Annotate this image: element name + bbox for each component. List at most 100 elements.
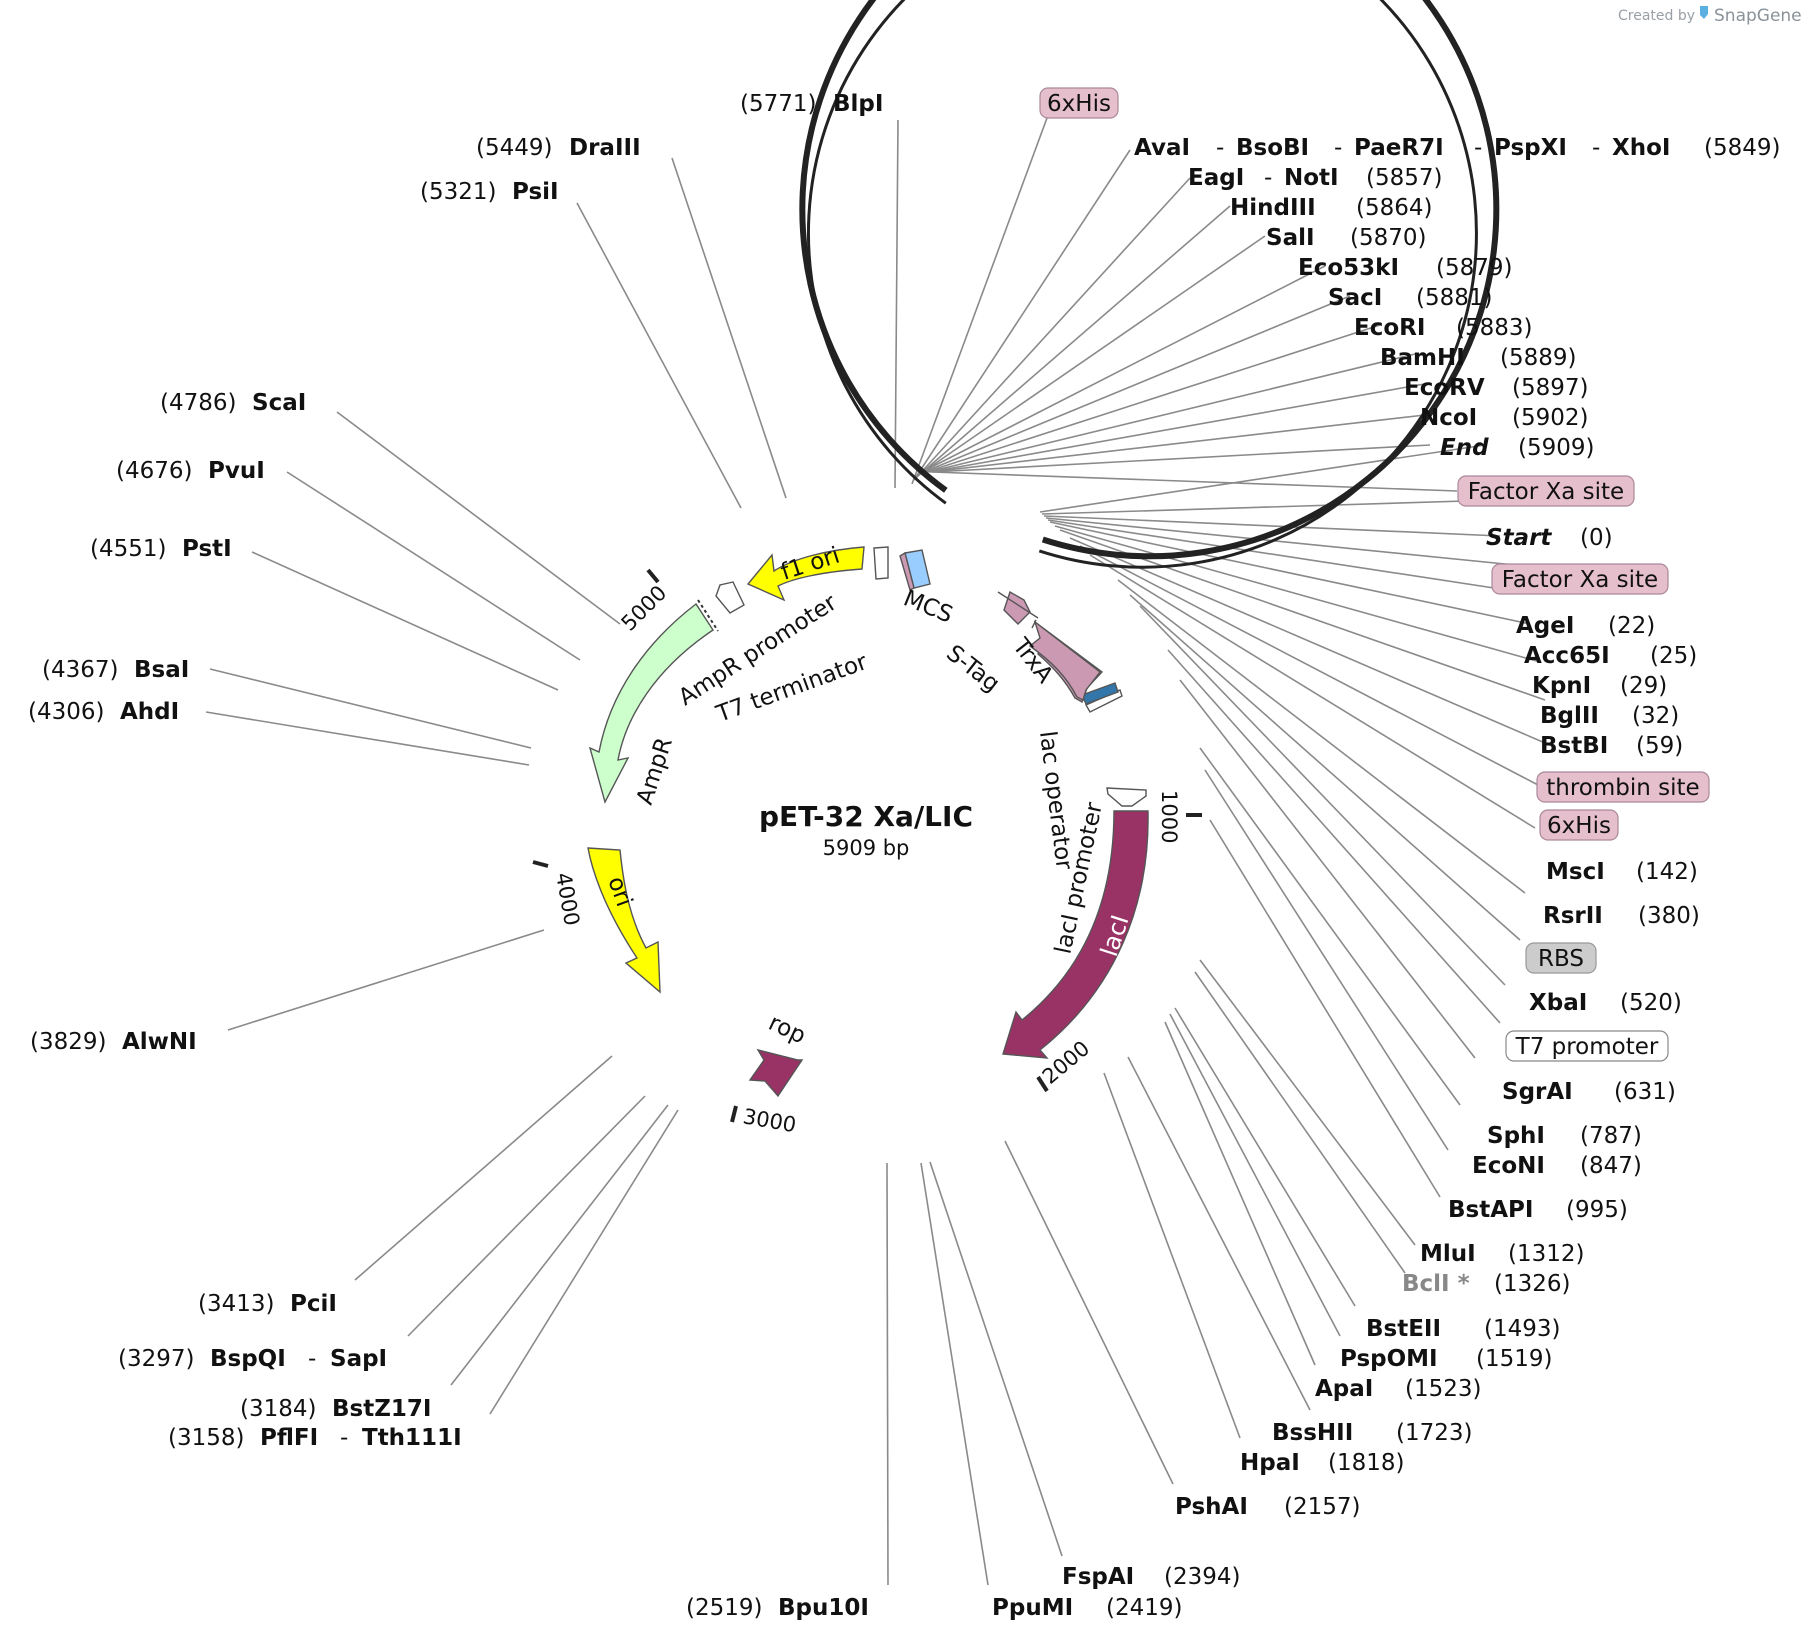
site-eco53ki: Eco53kI (5879) xyxy=(1298,255,1512,281)
site-ncoi: NcoI (5902) xyxy=(1420,405,1588,431)
site-bamhi-pos: (5889) xyxy=(1500,345,1576,371)
site-msci-name: MscI xyxy=(1546,859,1605,885)
site-agei: AgeI (22) xyxy=(1516,613,1655,639)
site-kpni: KpnI (29) xyxy=(1532,673,1667,699)
site-apai: ApaI (1523) xyxy=(1315,1376,1481,1402)
site-bspqi: (3297) BspQI - SapI xyxy=(118,1346,387,1372)
site-apai-name: ApaI xyxy=(1315,1376,1373,1402)
site-mlui-pos: (1312) xyxy=(1508,1241,1584,1267)
site-eagi: EagI - NotI (5857) xyxy=(1188,165,1442,191)
site-end-pos: (5909) xyxy=(1518,435,1594,461)
site-scai-pos: (4786) xyxy=(160,390,236,416)
site-scai: (4786) ScaI xyxy=(160,390,306,416)
site-sgrai: SgrAI (631) xyxy=(1502,1079,1676,1105)
site-scai-name: ScaI xyxy=(252,390,306,416)
site-eco53ki-pos: (5879) xyxy=(1436,255,1512,281)
s-tag-label: S-Tag xyxy=(941,640,1004,697)
box-rbs: RBS xyxy=(1525,942,1597,974)
site-fspai-pos: (2394) xyxy=(1164,1564,1240,1590)
site-saci: SacI (5881) xyxy=(1328,285,1492,311)
snapgene-logo-icon xyxy=(1700,6,1708,19)
feature-f1-ori: f1 ori xyxy=(746,542,865,602)
site-msci-pos: (142) xyxy=(1636,859,1698,885)
site-mlui: MluI (1312) xyxy=(1420,1241,1584,1267)
box-factor-xa-1-text: Factor Xa site xyxy=(1468,479,1624,505)
feature-ampr-promoter xyxy=(697,581,745,632)
plasmid-size: 5909 bp xyxy=(823,836,910,860)
site-bsteii-name: BstEII xyxy=(1366,1316,1441,1342)
site-end: End (5909) xyxy=(1440,435,1594,461)
site-xbai-pos: (520) xyxy=(1620,990,1682,1016)
tick-mark-3000 xyxy=(730,1105,738,1123)
feature-t7-terminator xyxy=(873,546,889,580)
box-thrombin: thrombin site xyxy=(1536,771,1710,803)
site-bcli-name: BclI * xyxy=(1402,1271,1470,1297)
site-psii-name: PsiI xyxy=(512,179,559,205)
site-rsrii: RsrII (380) xyxy=(1543,903,1700,929)
site-eagi-name: EagI xyxy=(1188,165,1244,191)
site-pshai-pos: (2157) xyxy=(1284,1494,1360,1520)
site-pspomi-name: PspOMI xyxy=(1340,1346,1438,1372)
site-bpu10i-pos: (2519) xyxy=(686,1595,762,1621)
site-sali: SalI (5870) xyxy=(1266,225,1426,251)
site-pcii-name: PciI xyxy=(290,1291,337,1317)
box-6xhis-right: 6xHis xyxy=(1539,809,1619,841)
site-bstbi: BstBI (59) xyxy=(1540,733,1683,759)
site-hindiii: HindIII (5864) xyxy=(1230,195,1432,221)
site-bstbi-name: BstBI xyxy=(1540,733,1608,759)
site-pvui-name: PvuI xyxy=(208,458,265,484)
site-mlui-name: MluI xyxy=(1420,1241,1476,1267)
site-bsteii: BstEII (1493) xyxy=(1366,1316,1560,1342)
site-saci-name: SacI xyxy=(1328,285,1382,311)
box-factor-xa-2: Factor Xa site xyxy=(1491,563,1669,595)
site-hpai: HpaI (1818) xyxy=(1240,1450,1404,1476)
site-bstapi-pos: (995) xyxy=(1566,1197,1628,1223)
site-bpu10i-name: Bpu10I xyxy=(778,1595,869,1621)
site-pflfi-name: PflFI xyxy=(260,1425,318,1451)
site-ecori-name: EcoRI xyxy=(1354,315,1425,341)
svg-text:-: - xyxy=(1592,135,1600,161)
site-start-name: Start xyxy=(1486,525,1552,551)
site-bamhi: BamHI (5889) xyxy=(1380,345,1576,371)
site-ppumi-name: PpuMI xyxy=(992,1595,1073,1621)
site-bcli: BclI * (1326) xyxy=(1402,1271,1570,1297)
site-psii: (5321) PsiI xyxy=(420,179,559,205)
site-bglii-name: BglII xyxy=(1540,703,1599,729)
site-sphi-pos: (787) xyxy=(1580,1123,1642,1149)
site-start: Start (0) xyxy=(1486,525,1613,551)
box-t7-promoter-text: T7 promoter xyxy=(1515,1034,1659,1060)
site-ecori-pos: (5883) xyxy=(1456,315,1532,341)
site-pvui: (4676) PvuI xyxy=(116,458,265,484)
site-hindiii-name: HindIII xyxy=(1230,195,1316,221)
site-econi-pos: (847) xyxy=(1580,1153,1642,1179)
box-6xhis-right-text: 6xHis xyxy=(1547,813,1611,839)
tick-marks xyxy=(532,568,1202,1123)
tick-label-4000: 4000 xyxy=(551,871,584,928)
site-msci: MscI (142) xyxy=(1546,859,1698,885)
site-pspomi-pos: (1519) xyxy=(1476,1346,1552,1372)
svg-text:-: - xyxy=(308,1346,316,1372)
box-t7-promoter: T7 promoter xyxy=(1505,1030,1669,1062)
site-psti-name: PstI xyxy=(182,536,232,562)
rop-label: rop xyxy=(764,1010,809,1049)
site-ppumi: PpuMI (2419) xyxy=(992,1595,1182,1621)
site-bglii: BglII (32) xyxy=(1540,703,1679,729)
site-psii-pos: (5321) xyxy=(420,179,496,205)
site-pcii-pos: (3413) xyxy=(198,1291,274,1317)
site-sapi-name: SapI xyxy=(330,1346,387,1372)
site-bspqi-name: BspQI xyxy=(210,1346,286,1372)
site-rsrii-pos: (380) xyxy=(1638,903,1700,929)
site-bpu10i: (2519) Bpu10I xyxy=(686,1595,869,1621)
box-thrombin-text: thrombin site xyxy=(1546,775,1699,801)
site-hindiii-pos: (5864) xyxy=(1356,195,1432,221)
svg-text:-: - xyxy=(1334,135,1342,161)
site-bglii-pos: (32) xyxy=(1632,703,1679,729)
tick-label-5000: 5000 xyxy=(617,581,672,636)
site-sgrai-pos: (631) xyxy=(1614,1079,1676,1105)
site-bsai: (4367) BsaI xyxy=(42,657,189,683)
site-xhoi-name: XhoI xyxy=(1612,135,1670,161)
site-bstz17i-name: BstZ17I xyxy=(332,1396,431,1422)
leader-lines xyxy=(205,117,1546,1586)
site-noti-name: NotI xyxy=(1284,165,1339,191)
